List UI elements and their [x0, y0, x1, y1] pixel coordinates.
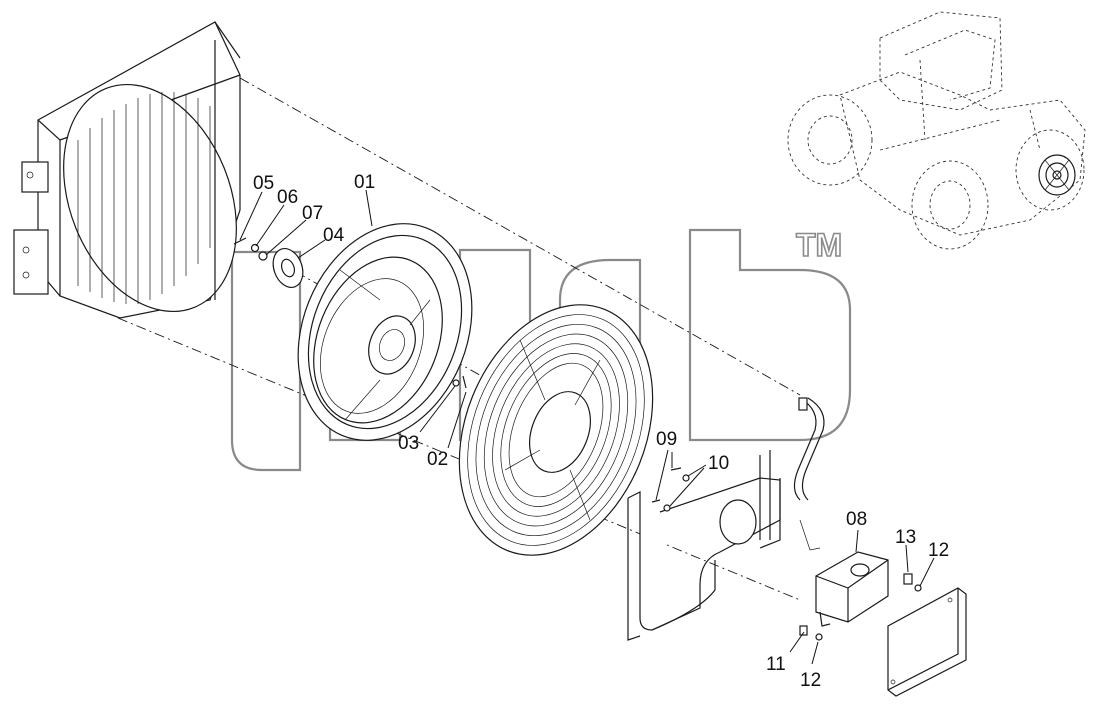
callout-01: 01: [354, 172, 375, 193]
callout-04: 04: [323, 225, 345, 246]
fan-shroud: [297, 223, 473, 441]
expansion-tank: [815, 551, 889, 627]
callout-13: 13: [895, 527, 916, 548]
callout-02: 02: [427, 449, 448, 470]
callout-06: 06: [277, 187, 298, 208]
callout-12-bottom: 12: [800, 670, 821, 691]
callout-leaders: [239, 189, 935, 665]
callout-03: 03: [398, 433, 419, 454]
callout-09: 09: [656, 429, 677, 450]
bolts-02-03: [452, 375, 467, 389]
bracket-frame: [627, 397, 825, 641]
hub-hardware: [233, 237, 304, 288]
cover-plate: [799, 573, 967, 697]
fan-guard: [458, 304, 654, 556]
callout-10: 10: [708, 453, 729, 474]
callout-05: 05: [253, 173, 274, 194]
hardware-09-10: [651, 467, 690, 512]
callout-07: 07: [302, 203, 323, 224]
callout-12-top: 12: [928, 540, 949, 561]
callout-08: 08: [846, 509, 867, 530]
watermark-tm: TM: [796, 227, 842, 263]
tractor-inset: [787, 11, 1086, 250]
radiator-assembly: [13, 21, 241, 319]
callout-labels: 05 06 07 04 01 03 02 09 10 08 13 12 11 1…: [253, 172, 949, 691]
callout-11: 11: [766, 654, 786, 675]
